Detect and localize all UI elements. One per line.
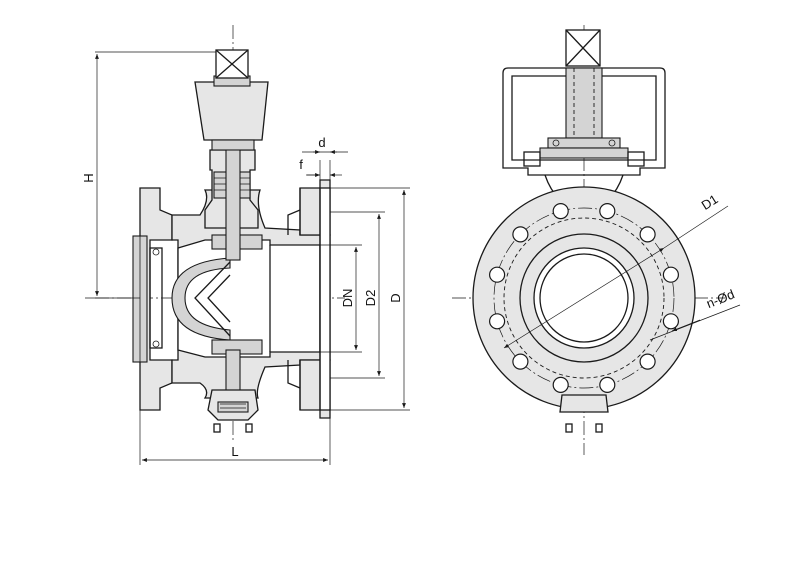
bolt-hole: [639, 226, 656, 243]
label-f: f: [299, 157, 303, 172]
label-l: L: [231, 444, 238, 459]
left-flange: [139, 187, 173, 411]
handle-lever: [194, 81, 269, 141]
bolt-hole: [489, 313, 506, 330]
label-d-thickness: d: [318, 135, 325, 150]
bolt-hole: [662, 313, 680, 330]
side-flange-view: [452, 25, 741, 455]
label-dn: DN: [340, 289, 355, 308]
bolt-circle: [493, 207, 675, 389]
bolt-hole: [489, 266, 506, 283]
dimension-d1-line: [503, 247, 665, 349]
bolt-hole: [639, 353, 656, 370]
v-notch: [194, 261, 231, 337]
bolt-holes: [489, 203, 680, 393]
dimension-nd-line: [649, 304, 741, 341]
front-section-view: [85, 25, 410, 465]
bolt-hole: [662, 266, 680, 283]
bolt-hole: [599, 203, 616, 220]
raised-face-circle: [503, 217, 665, 379]
label-h: H: [81, 173, 96, 182]
actuator-bracket: [502, 67, 666, 176]
bolt-hole: [599, 376, 616, 393]
label-d2: D2: [363, 290, 378, 307]
bolt-hole: [512, 353, 529, 370]
bolt-hole: [512, 226, 529, 243]
bolt-hole: [552, 376, 569, 393]
label-d1: D1: [699, 191, 721, 213]
label-d-outer: D: [388, 293, 403, 302]
bolt-hole: [552, 203, 569, 220]
label-n-od: n-Ød: [704, 286, 736, 311]
bottom-lug: [559, 394, 609, 413]
